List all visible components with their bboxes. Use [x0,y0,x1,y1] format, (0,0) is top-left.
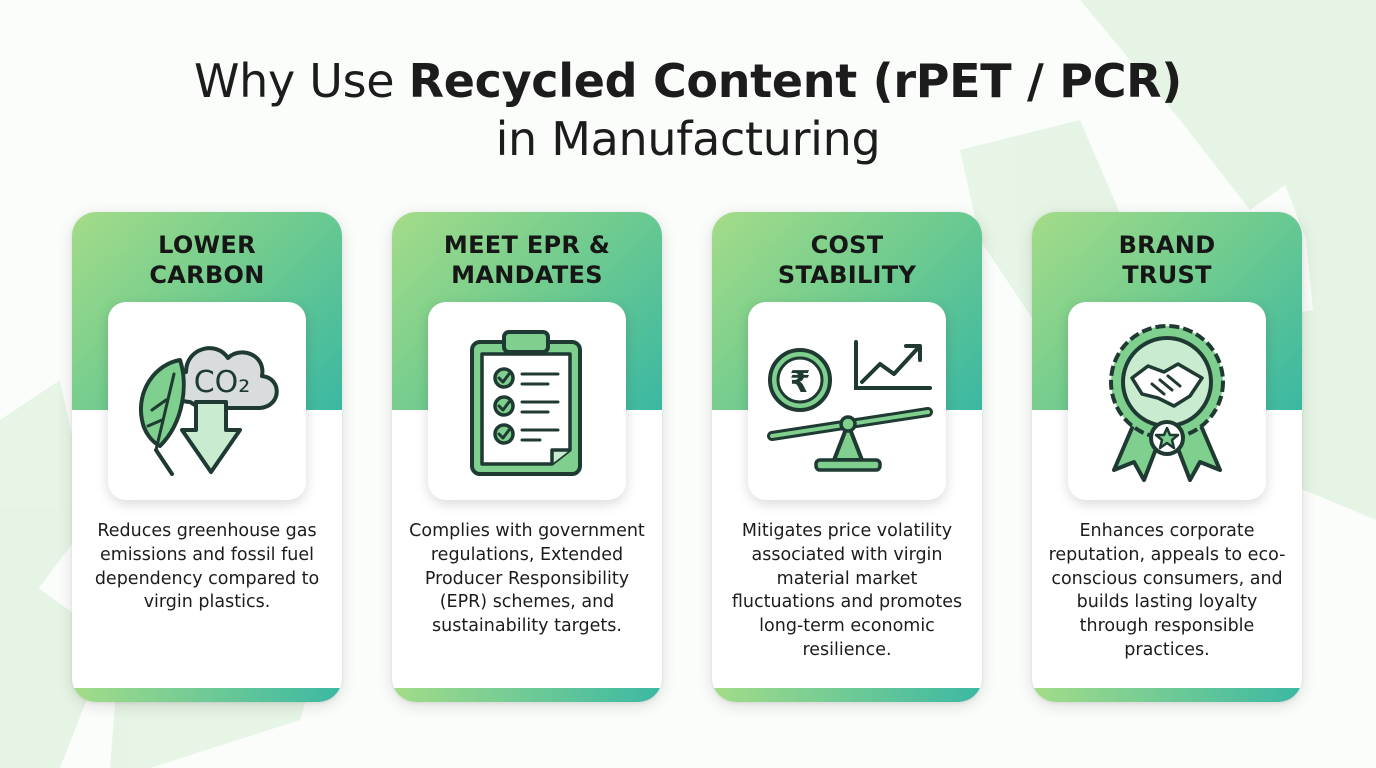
title-prefix: Why Use [193,54,409,108]
card-bottom-bar [1032,688,1302,702]
icon-box: CO₂ [108,302,306,500]
card-title: COST STABILITY [777,231,917,289]
rupee-symbol: ₹ [790,365,811,400]
card-bottom-bar [72,688,342,702]
co2-label: CO₂ [194,365,251,400]
card-title: LOWER CARBON [149,231,265,289]
clipboard-checklist-icon [470,330,582,476]
card-title: BRAND TRUST [1118,231,1216,289]
card-description: Mitigates price volatility associated wi… [731,521,963,660]
card-cost-stability: COST STABILITY ₹ Mitigates price volatil… [712,212,982,702]
card-bottom-bar [392,688,662,702]
card-meet-epr-mandates: MEET EPR & MANDATES Complies with gove [392,212,662,702]
title-line2: in Manufacturing [495,112,881,166]
card-description: Complies with government regulations, Ex… [409,521,645,637]
card-brand-trust: BRAND TRUST Enhances corporate reputatio… [1032,212,1302,702]
card-description: Reduces greenhouse gas emissions and fos… [94,521,320,613]
page-title: Why Use Recycled Content (rPET / PCR) in… [0,52,1376,168]
icon-box: ₹ [748,302,946,500]
leaf-co2-down-arrow-icon: CO₂ [138,346,279,476]
icon-box [1068,302,1266,500]
card-bottom-bar [712,688,982,702]
card-lower-carbon: LOWER CARBON CO₂ Reduces greenhouse gas … [72,212,342,702]
card-title: MEET EPR & MANDATES [443,231,611,289]
title-highlight: Recycled Content (rPET / PCR) [408,54,1183,108]
handshake-award-badge-icon [1109,324,1225,482]
card-description: Enhances corporate reputation, appeals t… [1048,521,1286,660]
rupee-scale-growth-chart-icon: ₹ [767,340,933,472]
icon-box [428,302,626,500]
